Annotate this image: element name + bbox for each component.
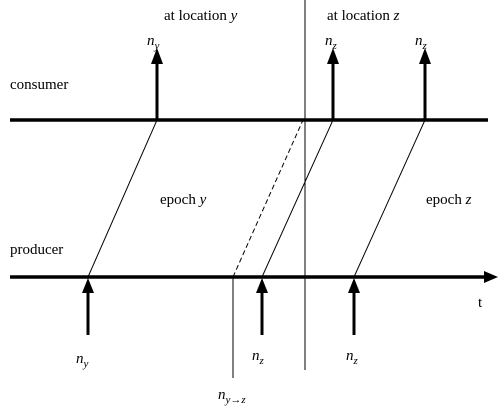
location-y-label: at location y xyxy=(164,8,238,24)
producer-nz2-label: nz xyxy=(346,348,359,367)
message-line-nz2 xyxy=(353,119,426,278)
consumer-arrow-nz1-head xyxy=(327,48,339,64)
location-z-label: at location z xyxy=(327,8,400,24)
time-axis-arrowhead xyxy=(484,271,498,283)
consumer-ny-label: ny xyxy=(147,33,160,52)
producer-arrow-nz1-head xyxy=(256,278,268,293)
producer-ny-label: ny xyxy=(76,351,89,370)
message-line-transition-dashed xyxy=(232,119,304,278)
producer-arrow-ny-head xyxy=(82,278,94,293)
epoch-y-label: epoch y xyxy=(160,192,207,208)
message-line-ny xyxy=(87,119,158,278)
consumer-nz2-label: nz xyxy=(415,33,428,52)
transition-ny-to-z-label: ny→z xyxy=(218,387,246,406)
consumer-label: consumer xyxy=(10,77,68,93)
consumer-arrow-nz2-head xyxy=(419,48,431,64)
epoch-z-label: epoch z xyxy=(426,192,472,208)
time-axis-label: t xyxy=(478,295,483,311)
consumer-nz1-label: nz xyxy=(325,33,338,52)
consumer-arrow-ny-head xyxy=(151,48,163,64)
producer-arrow-nz2-head xyxy=(348,278,360,293)
producer-label: producer xyxy=(10,242,63,258)
producer-nz1-label: nz xyxy=(252,348,265,367)
message-line-nz1 xyxy=(261,119,334,278)
